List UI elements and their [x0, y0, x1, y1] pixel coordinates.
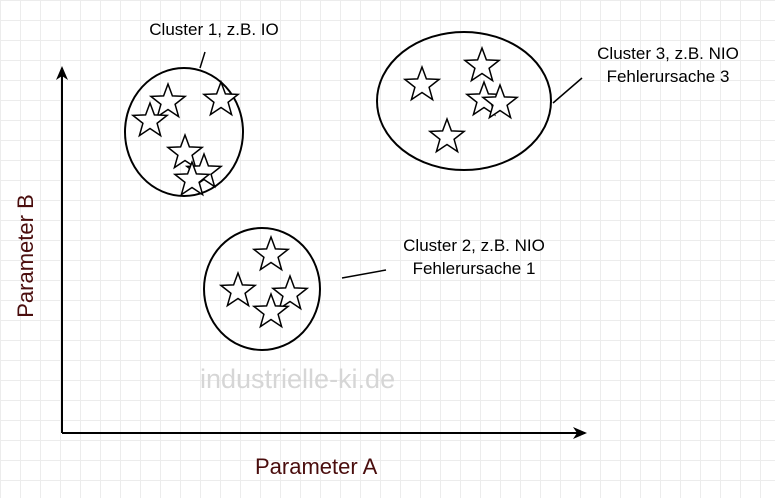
cluster-3-label: Cluster 3, z.B. NIO Fehlerursache 3 — [574, 42, 762, 88]
x-axis-label: Parameter A — [255, 454, 378, 479]
y-axis-label: Parameter B — [13, 194, 38, 318]
cluster-1-label-line-1: Cluster 1, z.B. IO — [149, 20, 279, 39]
cluster-1 — [124, 51, 244, 197]
star-icon — [251, 234, 291, 272]
cluster-1-connector — [199, 51, 206, 69]
cluster-3-label-line-2: Fehlerursache 3 — [606, 67, 730, 86]
star-icon — [172, 159, 212, 197]
star-icon — [148, 81, 188, 119]
cluster-3-connector — [552, 77, 583, 104]
star-icon — [130, 100, 170, 138]
cluster-2-label: Cluster 2, z.B. NIO Fehlerursache 1 — [380, 234, 568, 280]
star-icon — [462, 45, 502, 83]
star-icon — [480, 82, 520, 120]
cluster-2-connector — [341, 269, 387, 279]
star-icon — [251, 291, 291, 329]
star-icon — [165, 132, 205, 170]
cluster-1-label: Cluster 1, z.B. IO — [125, 18, 303, 41]
cluster-3-stars — [402, 45, 520, 154]
star-icon — [427, 116, 467, 154]
cluster-1-stars — [130, 79, 241, 197]
star-icon — [201, 79, 241, 117]
star-icon — [218, 270, 258, 308]
cluster-2 — [203, 227, 387, 351]
star-icon — [270, 273, 310, 311]
cluster-2-label-line-1: Cluster 2, z.B. NIO — [403, 236, 545, 255]
cluster-1-ellipse — [124, 67, 244, 197]
cluster-2-stars — [218, 234, 310, 329]
cluster-3-label-line-1: Cluster 3, z.B. NIO — [597, 44, 739, 63]
cluster-3 — [376, 31, 583, 171]
cluster-2-label-line-2: Fehlerursache 1 — [412, 259, 536, 278]
watermark: industrielle-ki.de — [200, 364, 396, 394]
cluster-2-ellipse — [203, 227, 321, 351]
cluster-3-ellipse — [376, 31, 552, 171]
star-icon — [402, 64, 442, 102]
